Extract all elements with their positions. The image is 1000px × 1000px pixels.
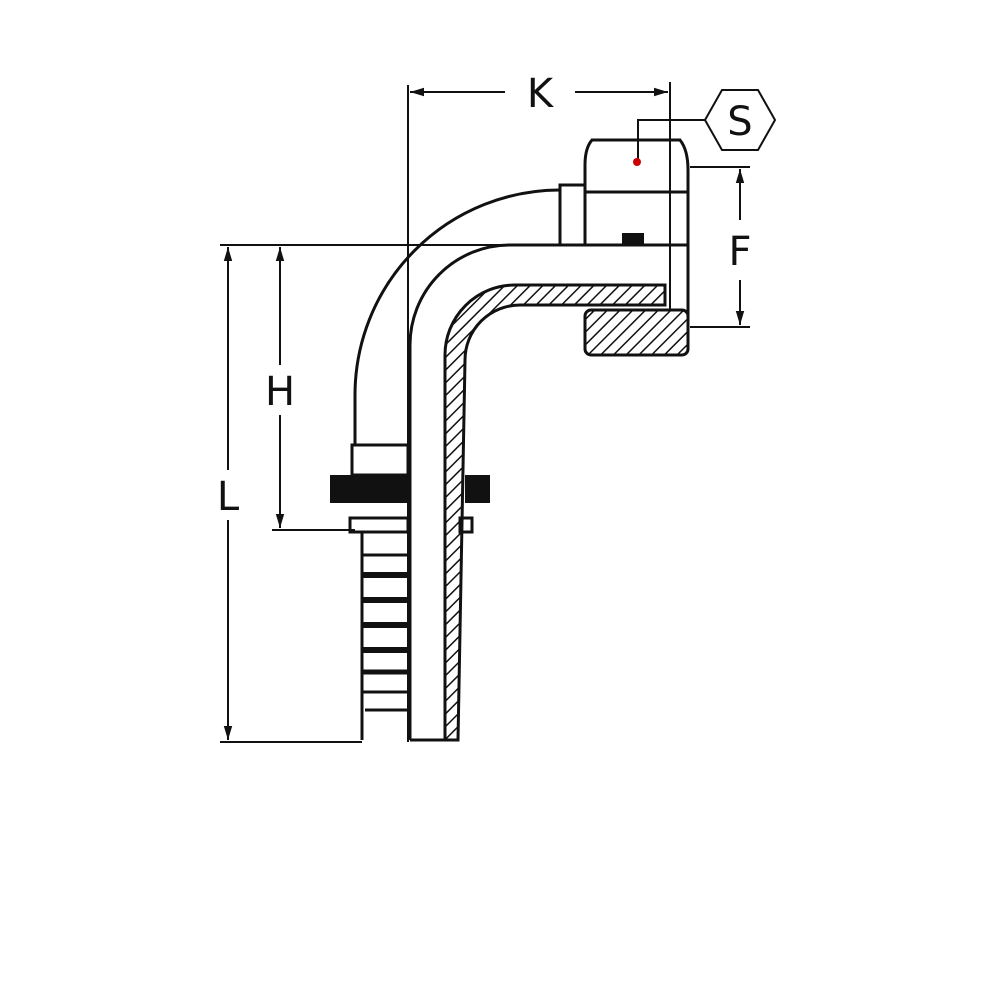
washer-left (330, 475, 410, 503)
o-ring (622, 233, 644, 245)
f-label: F (728, 229, 751, 275)
k-label: K (527, 71, 555, 117)
collar (558, 183, 587, 247)
washer-right (465, 475, 490, 503)
h-dimension: H (265, 247, 355, 531)
marker-dot (633, 158, 641, 166)
s-hex-callout: S (633, 89, 777, 166)
l-dimension: L (217, 247, 362, 743)
l-label: L (217, 474, 240, 520)
h-label: H (265, 369, 295, 415)
k-dimension: K (410, 71, 668, 117)
nipple-ribs (360, 532, 408, 740)
elbow-bore (408, 243, 665, 740)
f-dimension: F (690, 166, 752, 328)
elbow-outer-wall (353, 188, 561, 445)
s-label: S (727, 99, 752, 145)
hatched-section (443, 283, 667, 742)
nut (583, 138, 690, 357)
